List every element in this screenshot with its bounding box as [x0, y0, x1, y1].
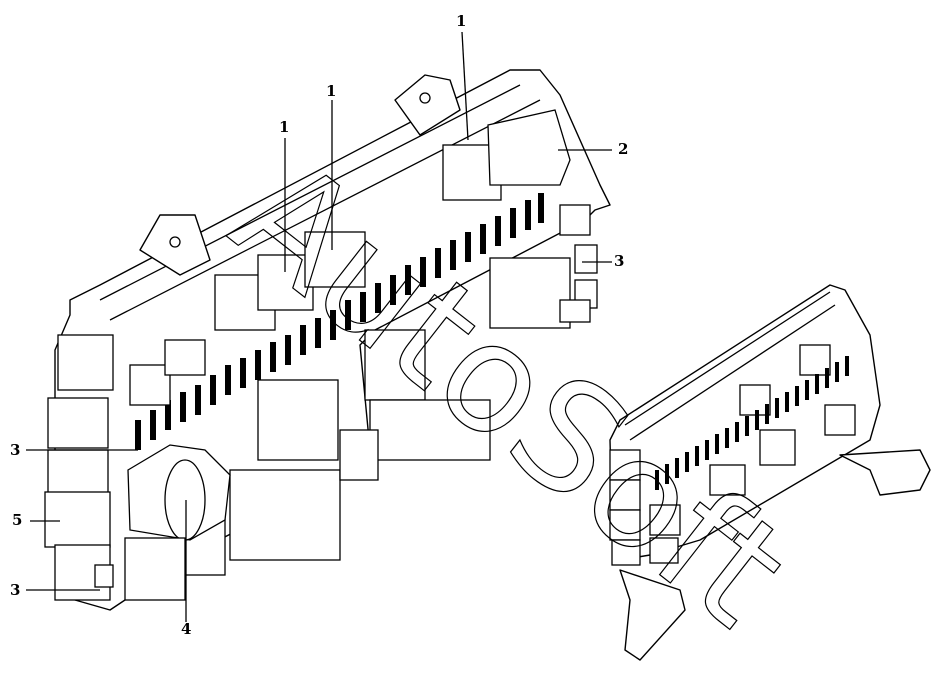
callout-3-left: 3	[10, 441, 21, 459]
callout-3-bottom: 3	[10, 581, 21, 599]
fuse-row-secondary	[655, 356, 849, 490]
fuse-row-main	[135, 193, 544, 450]
main-fuse-box	[44, 69, 611, 611]
callout-3-right: 3	[614, 252, 625, 270]
secondary-fuse-box	[609, 284, 931, 661]
callout-2: 2	[618, 140, 629, 158]
callout-1-right: 1	[456, 12, 467, 30]
callout-5: 5	[12, 511, 23, 529]
callout-1-middle: 1	[326, 82, 337, 100]
callout-1-left: 1	[279, 118, 290, 136]
callout-4: 4	[181, 620, 192, 638]
leader-lines	[26, 31, 612, 622]
